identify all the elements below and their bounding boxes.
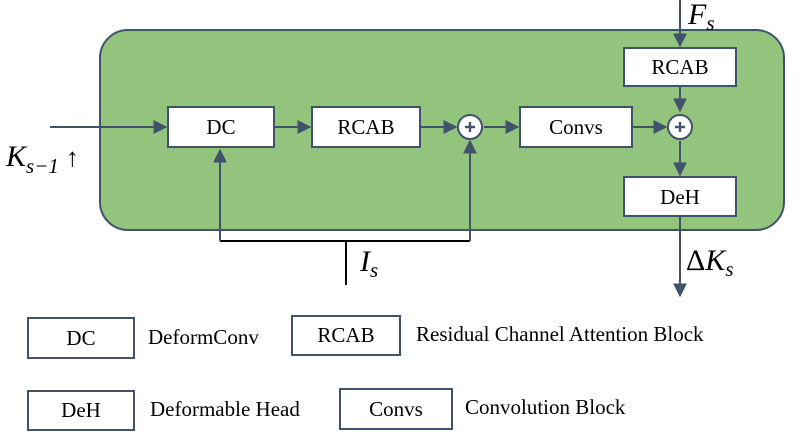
- input-f-label: Fs: [687, 0, 715, 35]
- k-prev-main: K: [5, 140, 28, 173]
- legend-key-convs: Convs: [369, 397, 423, 421]
- dc-block-label: DC: [206, 115, 235, 139]
- legend-key-deh: DeH: [61, 398, 101, 422]
- legend-desc-convs: Convolution Block: [465, 395, 626, 419]
- convs-block-label: Convs: [549, 115, 603, 139]
- legend-item-dc: DC DeformConv: [27, 317, 259, 359]
- legend-desc-rcab: Residual Channel Attention Block: [416, 322, 704, 346]
- output-delta-k-label: ΔKs: [686, 244, 734, 281]
- f-sub: s: [706, 11, 714, 35]
- rcab-block-label: RCAB: [337, 115, 394, 139]
- f-main: F: [687, 0, 707, 31]
- legend-key-rcab: RCAB: [317, 323, 374, 347]
- module-panel: [99, 29, 785, 231]
- input-i-label: Is: [359, 245, 378, 282]
- legend-desc-dc: DeformConv: [148, 325, 259, 349]
- legend: DC DeformConv RCAB Residual Channel Atte…: [27, 315, 704, 431]
- input-k-prev-label: Ks−1 ↑: [5, 140, 79, 178]
- legend-key-dc: DC: [66, 326, 95, 350]
- legend-item-deh: DeH Deformable Head: [27, 390, 300, 431]
- output-main: K: [704, 244, 727, 277]
- k-prev-sub: s−1: [26, 154, 59, 178]
- k-prev-suffix: ↑: [66, 143, 79, 172]
- legend-desc-deh: Deformable Head: [150, 397, 300, 421]
- delta-symbol: Δ: [686, 244, 705, 277]
- deh-block: DeH: [623, 176, 737, 217]
- output-sub: s: [725, 257, 733, 281]
- plus-circle-icon: [457, 114, 483, 140]
- rcab-block: RCAB: [311, 106, 421, 148]
- rcab-side-block: RCAB: [623, 47, 737, 87]
- i-main: I: [359, 245, 372, 278]
- i-sub: s: [370, 258, 378, 282]
- rcab-side-block-label: RCAB: [651, 55, 708, 79]
- convs-block: Convs: [519, 106, 633, 148]
- plus-circle-icon: [667, 114, 693, 140]
- dc-block: DC: [167, 106, 275, 148]
- skip-connection: [213, 139, 477, 285]
- legend-item-convs: Convs Convolution Block: [339, 388, 626, 430]
- legend-item-rcab: RCAB Residual Channel Attention Block: [291, 315, 704, 356]
- deh-block-label: DeH: [660, 185, 700, 209]
